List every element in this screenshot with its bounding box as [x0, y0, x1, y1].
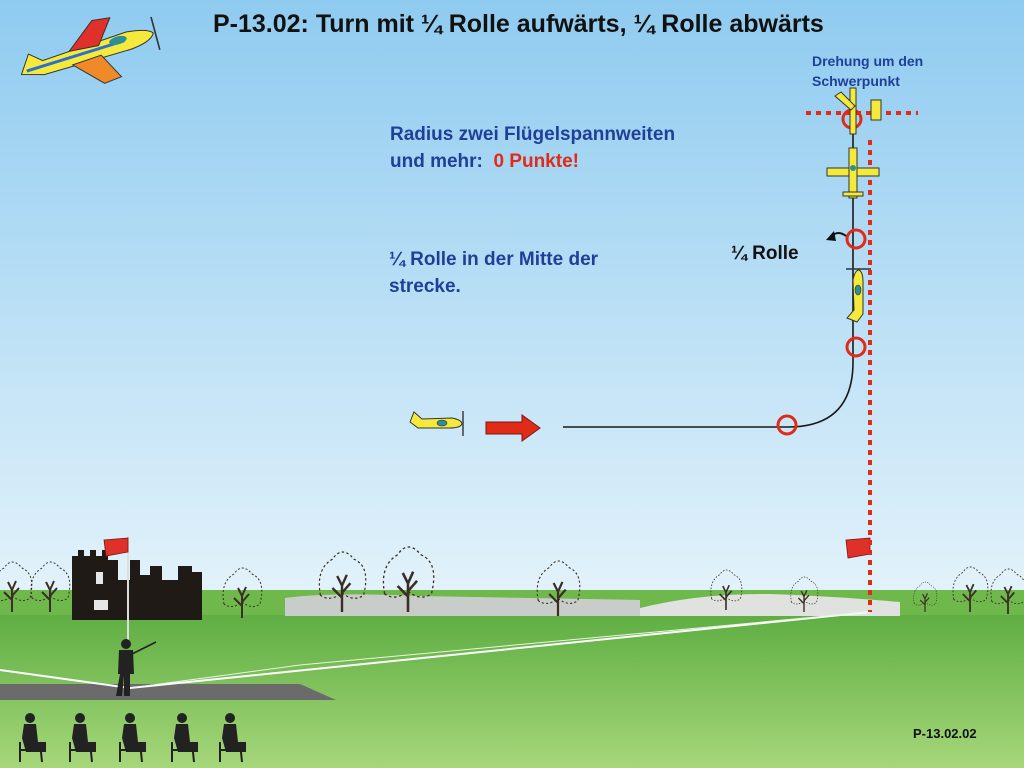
gravel-strip	[285, 594, 640, 616]
radius-note-line1: Radius zwei Flügelspannweiten	[390, 124, 676, 145]
center-of-gravity-note-line2: Schwerpunkt	[812, 73, 900, 89]
radius-note-prefix: und mehr:	[390, 151, 483, 172]
small-plane-icon	[834, 87, 882, 135]
zero-points-label: 0 Punkte!	[493, 151, 579, 172]
center-of-gravity-note-line1: Drehung um den	[812, 53, 924, 69]
pilot-sightline-2	[129, 611, 871, 689]
flag-icon	[845, 537, 871, 559]
quarter-roll-label: ¼ Rolle	[731, 243, 799, 264]
aerobatic-plane-logo-icon	[20, 16, 161, 84]
marker-circle	[845, 228, 867, 250]
page-title: P-13.02: Turn mit ¼ Rolle aufwärts, ¼ Ro…	[213, 10, 824, 38]
flag-icon	[103, 536, 129, 640]
flight-path	[563, 120, 854, 428]
direction-arrow-icon	[485, 414, 541, 442]
pilot-figure-icon	[116, 639, 157, 696]
runway	[0, 684, 336, 700]
mid-roll-note: ¼ Rolle in der Mitte der strecke.	[389, 246, 598, 300]
mid-roll-note-line2: strecke.	[389, 276, 461, 297]
center-of-gravity-note: Drehung um den Schwerpunkt	[812, 51, 923, 91]
castle-ruin-icon	[72, 550, 202, 620]
marker-circle	[845, 336, 867, 358]
mid-roll-note-line1: ¼ Rolle in der Mitte der	[389, 249, 599, 270]
small-plane-icon	[826, 147, 880, 199]
marker-circle	[776, 414, 798, 436]
radius-note-line2: und mehr: 0 Punkte!	[390, 148, 675, 175]
slide-id: P-13.02.02	[913, 726, 977, 741]
radius-penalty-note: Radius zwei Flügelspannweiten und mehr: …	[390, 121, 675, 175]
runway-patch-far	[640, 593, 900, 616]
roll-arrowhead-icon	[826, 231, 836, 241]
